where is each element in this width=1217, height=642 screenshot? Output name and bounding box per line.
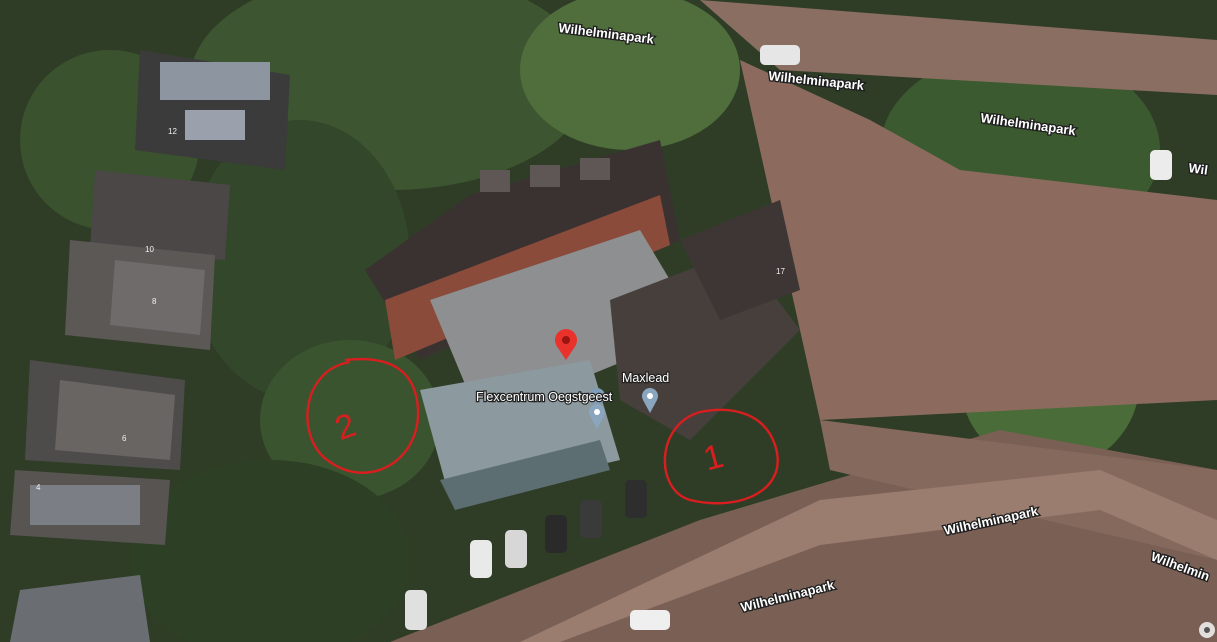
buildings-left [10, 50, 290, 642]
house-number: 4 [36, 483, 41, 492]
house-number: 6 [122, 434, 127, 443]
house-number: 8 [152, 297, 157, 306]
poi-maxlead[interactable]: Maxlead [621, 370, 670, 413]
house-number: 17 [776, 267, 785, 276]
main-building [365, 140, 800, 510]
house-number: 10 [145, 245, 154, 254]
street-label: Wil [1188, 160, 1209, 178]
map-control-icon[interactable] [1199, 622, 1215, 638]
parked-cars [405, 45, 1172, 630]
place-label: Maxlead [622, 371, 669, 385]
place-label: Flexcentrum Oegstgeest [476, 390, 613, 404]
road-network [390, 0, 1217, 642]
house-number: 12 [168, 127, 177, 136]
selected-location-marker[interactable] [555, 329, 577, 360]
poi-flexcentrum[interactable]: Flexcentrum Oegstgeest [475, 388, 614, 429]
